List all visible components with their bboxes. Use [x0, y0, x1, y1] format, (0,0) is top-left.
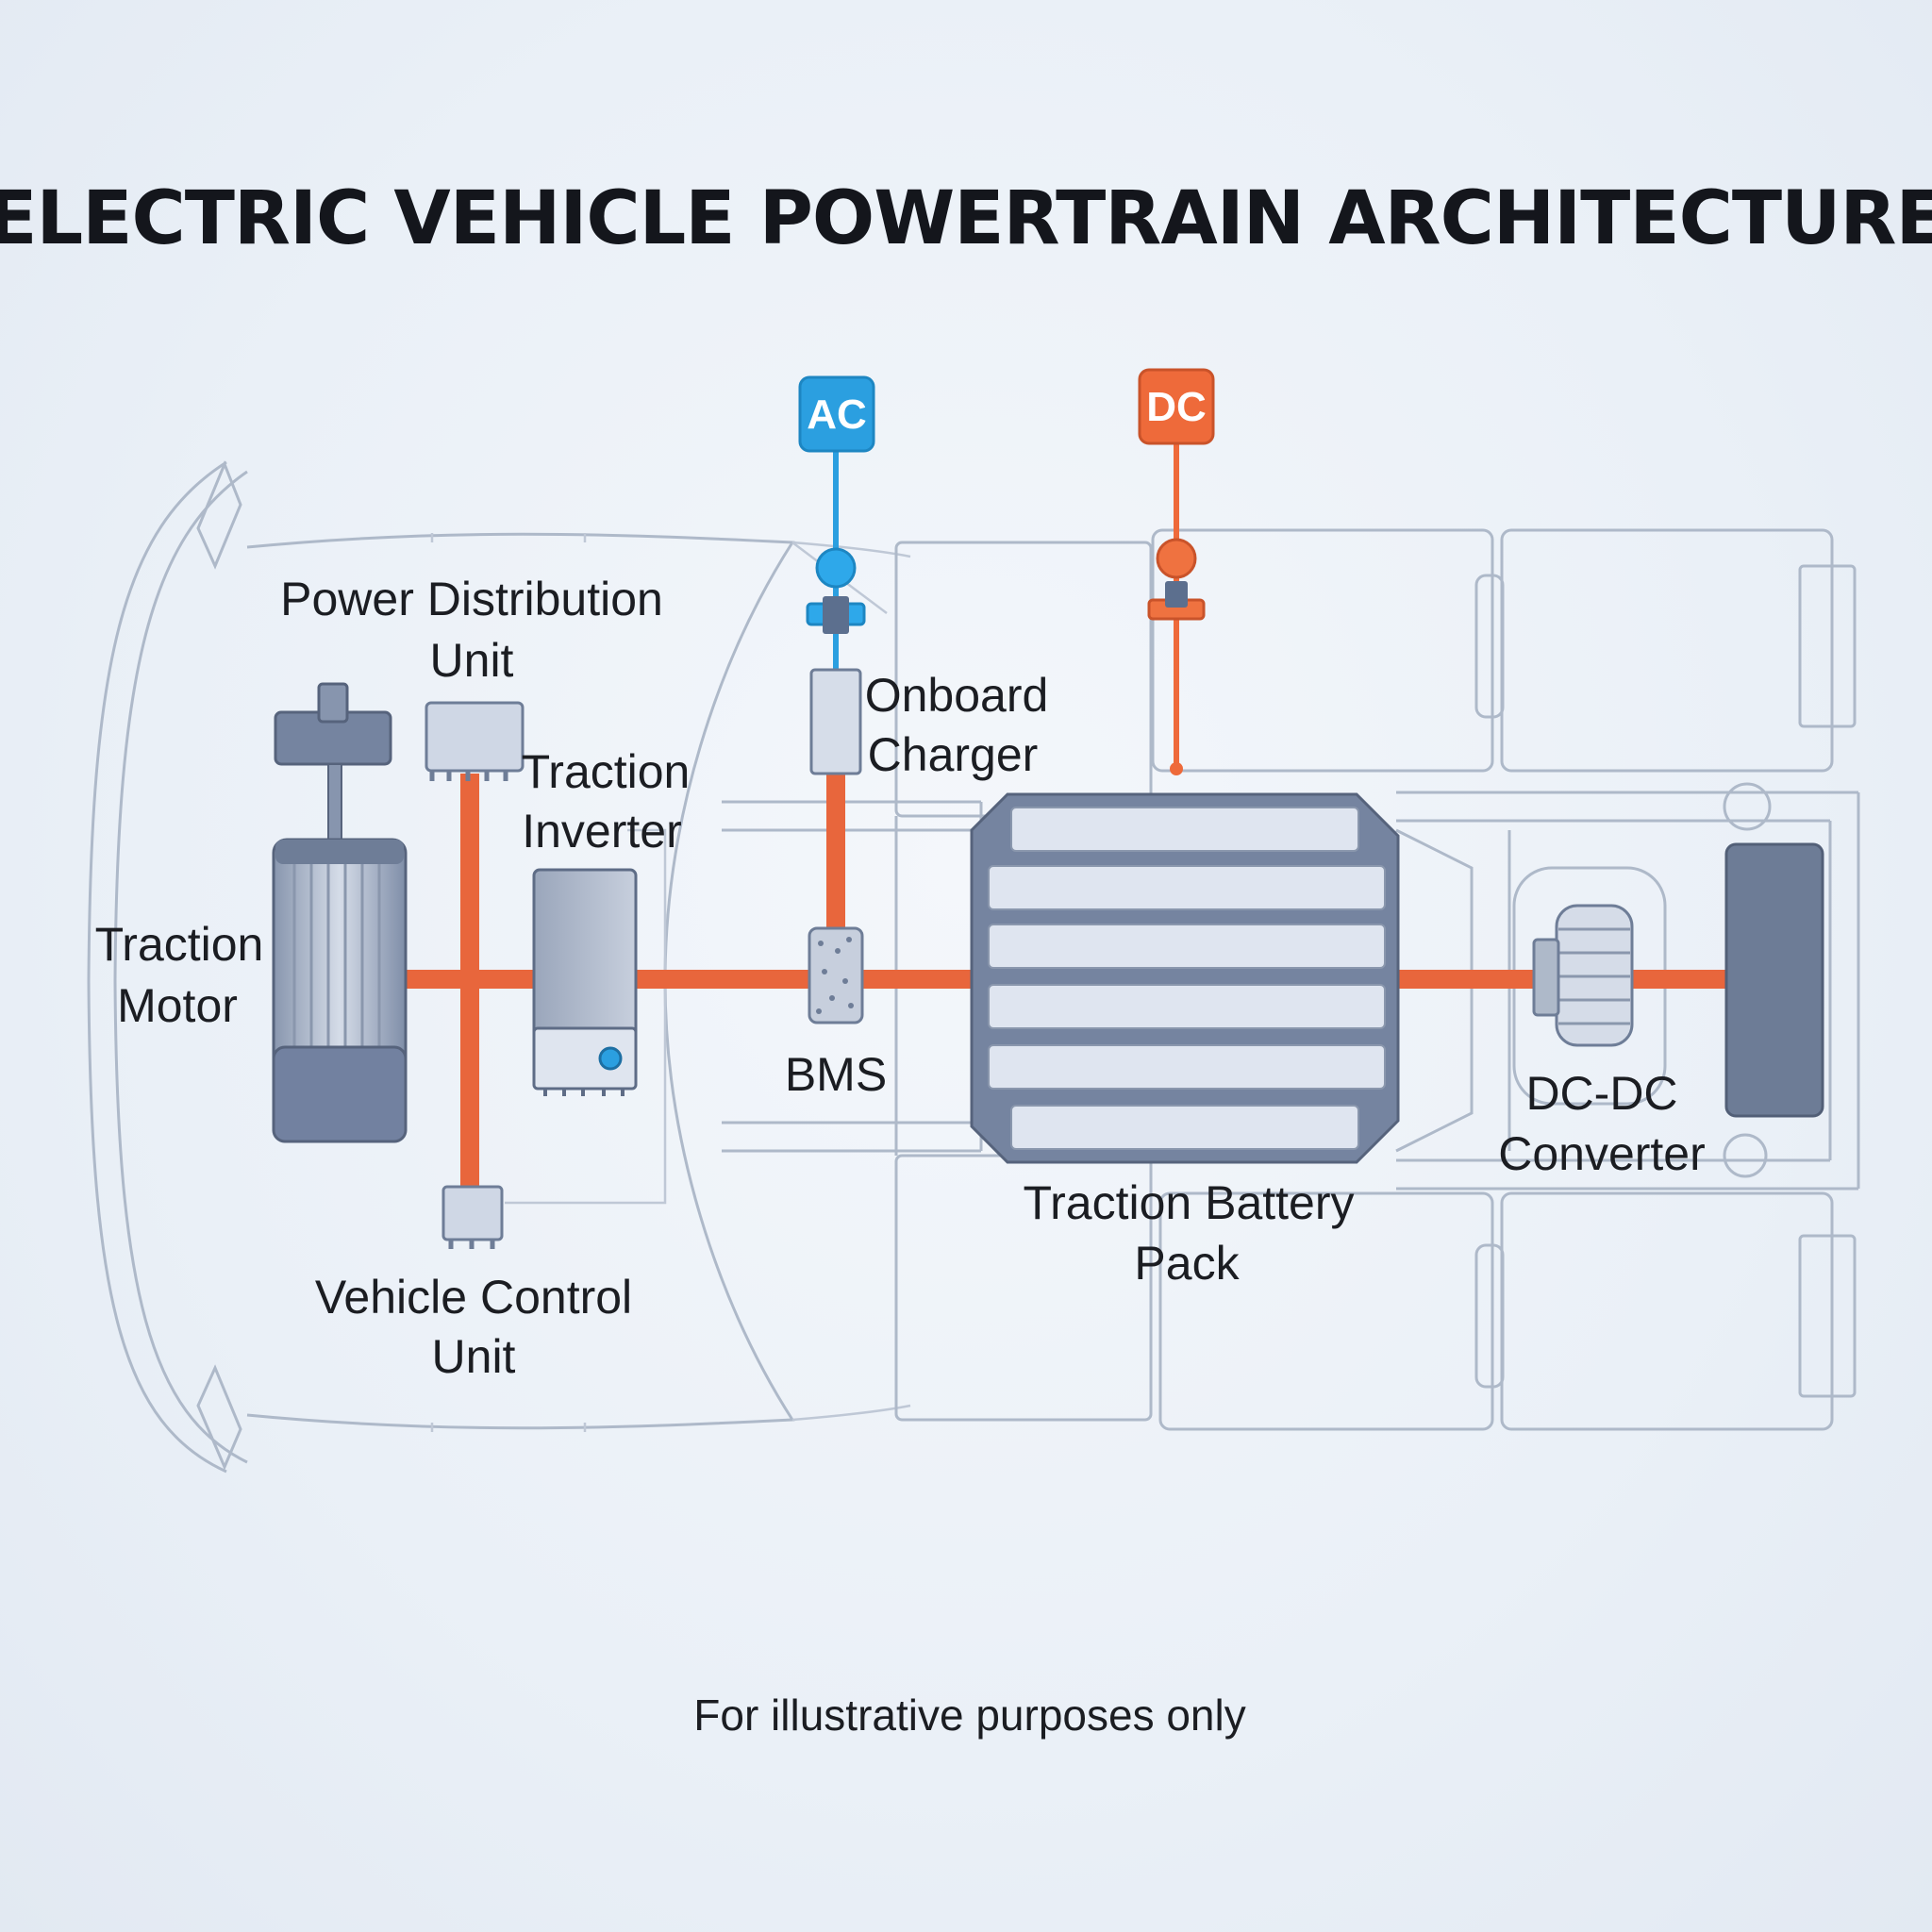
battery-label-line1: Traction Battery — [1023, 1176, 1354, 1229]
inverter-label-line2: Inverter — [522, 805, 682, 858]
disclaimer-footer: For illustrative purposes only — [693, 1690, 1245, 1740]
bms-label: BMS — [785, 1048, 887, 1101]
ac-port-badge[interactable] — [798, 375, 875, 453]
traction-inverter[interactable] — [532, 868, 638, 1096]
dc-connector-icon — [1156, 538, 1197, 579]
dc-port-label: DC — [1146, 384, 1207, 430]
onboard-charger[interactable] — [809, 668, 862, 775]
vehicle-control-unit[interactable] — [441, 1185, 504, 1249]
power-distribution-unit[interactable] — [425, 701, 525, 781]
pdu-label-line1: Power Distribution — [280, 573, 663, 625]
traction-battery-pack[interactable] — [970, 792, 1400, 1164]
vcu-label-line2: Unit — [432, 1330, 516, 1383]
pdu-label-line2: Unit — [430, 634, 514, 687]
dcdc-label-line1: DC-DC — [1525, 1067, 1677, 1120]
ac-connector-icon — [815, 547, 857, 589]
inverter-status-icon — [598, 1046, 623, 1071]
high-voltage-wiring — [406, 772, 1726, 1189]
charger-label-line1: Onboard — [865, 669, 1049, 722]
dc-charging-path: DC — [1138, 368, 1215, 775]
dc-port-badge[interactable] — [1138, 368, 1215, 445]
ac-port-label: AC — [807, 391, 867, 438]
traction-motor[interactable] — [272, 682, 408, 1143]
traction-motor-label-line2: Motor — [117, 979, 238, 1032]
dcdc-label-line2: Converter — [1498, 1127, 1706, 1180]
page-title: ELECTRIC VEHICLE POWERTRAIN ARCHITECTURE — [0, 176, 1932, 261]
ac-charging-path: AC — [798, 375, 875, 670]
battery-cell-modules — [988, 807, 1386, 1150]
bms[interactable] — [808, 926, 864, 1024]
battery-label-line2: Pack — [1134, 1237, 1240, 1290]
traction-motor-label-line1: Traction — [95, 918, 264, 971]
vcu-label-line1: Vehicle Control — [315, 1271, 632, 1324]
dc-dc-converter[interactable] — [1532, 842, 1824, 1118]
inverter-label-line1: Traction — [522, 745, 691, 798]
charger-label-line2: Charger — [868, 728, 1039, 781]
auxiliary-battery-icon — [1724, 842, 1824, 1118]
